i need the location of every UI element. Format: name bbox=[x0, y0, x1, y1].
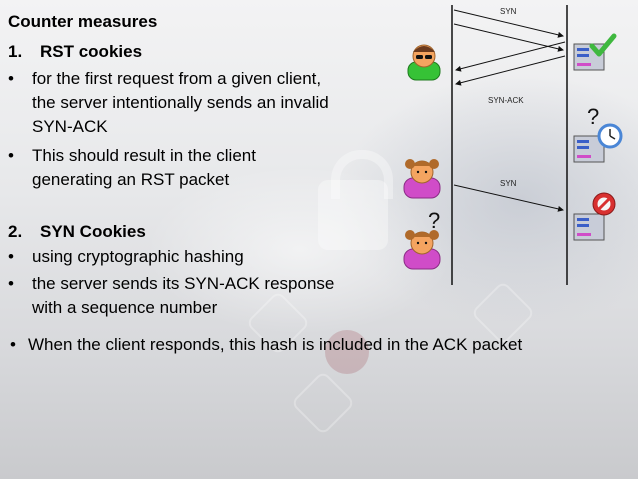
syn-label-top: SYN bbox=[500, 7, 517, 16]
question-mark-client: ? bbox=[428, 208, 441, 233]
rst-bullet-2-line-2: generating an RST packet bbox=[32, 170, 230, 189]
question-mark-server: ? bbox=[587, 104, 600, 129]
syn-arrow-1 bbox=[453, 9, 564, 38]
syn-bullet-1-line-1: using cryptographic hashing bbox=[32, 247, 244, 266]
rst-bullet-1-line-1: for the first request from a given clien… bbox=[32, 69, 322, 88]
legitimate-client-icon bbox=[407, 44, 441, 81]
server-check-icon bbox=[573, 33, 617, 71]
rst-section-title: RST cookies bbox=[40, 42, 143, 61]
rst-bullet-1-line-3: SYN-ACK bbox=[32, 117, 108, 136]
slide-heading: Counter measures bbox=[8, 12, 158, 31]
rst-bullet-2-line-1: This should result in the client bbox=[32, 146, 256, 165]
server-clock-icon bbox=[573, 123, 623, 163]
background-lock-icon bbox=[318, 150, 393, 250]
syn-section-title: SYN Cookies bbox=[40, 222, 146, 241]
syn-arrow-3 bbox=[453, 184, 564, 212]
rst-section-number: 1. bbox=[8, 42, 23, 61]
bullet-icon: • bbox=[8, 146, 14, 165]
final-bullet-text: When the client responds, this hash is i… bbox=[28, 335, 523, 354]
background-ball bbox=[325, 330, 369, 374]
syn-bullet-2-line-1: the server sends its SYN-ACK response bbox=[32, 274, 335, 293]
background-hexagon bbox=[290, 370, 356, 436]
bullet-icon: • bbox=[10, 335, 16, 354]
server-blocked-icon bbox=[573, 192, 616, 241]
syn-bullet-2-line-2: with a sequence number bbox=[32, 298, 218, 317]
syn-ack-label: SYN-ACK bbox=[488, 96, 524, 105]
bullet-icon: • bbox=[8, 247, 14, 266]
syn-ack-arrow-1 bbox=[455, 41, 566, 72]
syn-arrow-2 bbox=[453, 23, 564, 52]
syn-label-bottom: SYN bbox=[500, 179, 517, 188]
bullet-icon: • bbox=[8, 69, 14, 88]
spoofed-client-icon bbox=[403, 230, 441, 270]
syn-ack-arrow-2 bbox=[455, 55, 566, 86]
bullet-icon: • bbox=[8, 274, 14, 293]
syn-flow-diagram: SYN SYN-ACK SYN bbox=[403, 5, 623, 285]
rst-bullet-1-line-2: the server intentionally sends an invali… bbox=[32, 93, 329, 112]
syn-section-number: 2. bbox=[8, 222, 23, 241]
client-icon bbox=[403, 159, 441, 199]
